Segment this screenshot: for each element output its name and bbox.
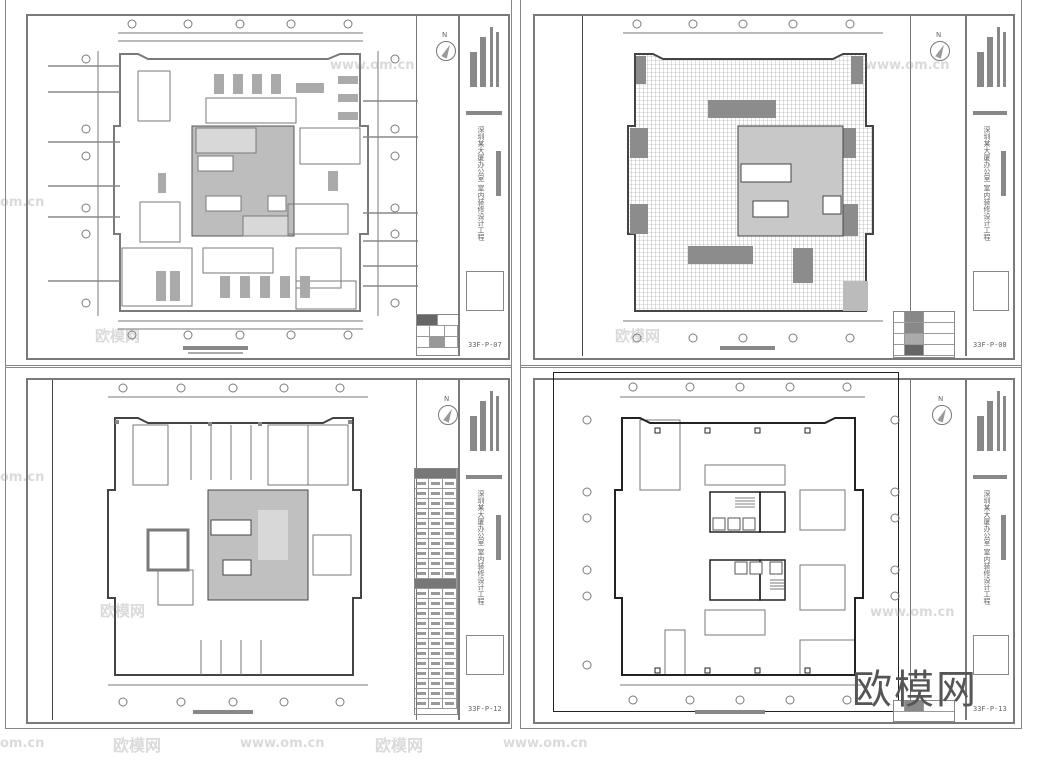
sheet-number: 33F-P-13 bbox=[973, 705, 1007, 713]
watermark-brand: 欧模网 bbox=[100, 602, 146, 620]
floor-finish-plan bbox=[623, 19, 883, 343]
company-logo bbox=[973, 22, 1007, 92]
watermark-url: www.om.cn bbox=[503, 736, 588, 751]
watermark-url: www.om.cn bbox=[330, 58, 415, 73]
north-arrow-icon: N bbox=[932, 395, 952, 425]
drawing-caption bbox=[193, 710, 253, 714]
north-arrow-icon: N bbox=[436, 31, 456, 61]
ceiling-plan bbox=[107, 383, 368, 707]
border-line bbox=[52, 380, 53, 720]
revision-table bbox=[893, 700, 955, 722]
sheet-1: N 深圳某大厦办公室 室内装修设计工程 33F-P-07 欧模网 www.om.… bbox=[0, 0, 520, 370]
sheet-number: 33F-P-07 bbox=[468, 341, 502, 349]
sheet-outer-border bbox=[5, 0, 512, 368]
logo-caption bbox=[973, 111, 1007, 115]
drawing-frame: N 深圳某大厦办公室 室内装修设计工程 33F-P-07 bbox=[26, 14, 510, 360]
stamp-box bbox=[466, 271, 504, 311]
company-logo bbox=[466, 22, 502, 92]
watermark-url: www.om.cn bbox=[240, 736, 325, 751]
logo-caption bbox=[466, 475, 502, 479]
sheet-divider bbox=[910, 16, 911, 356]
border-line bbox=[582, 16, 583, 356]
watermark-brand: 欧模网 bbox=[95, 327, 141, 345]
sheet-number: 33F-P-12 bbox=[468, 705, 502, 713]
north-arrow-icon: N bbox=[438, 395, 458, 425]
sheet-outer-border bbox=[520, 365, 1022, 729]
watermark-url: www.om.cn bbox=[870, 605, 955, 620]
project-title: 深圳某大厦办公室 室内装修设计工程 bbox=[983, 126, 991, 241]
title-block: 深圳某大厦办公室 室内装修设计工程 33F-P-12 bbox=[458, 380, 508, 720]
project-title: 深圳某大厦办公室 室内装修设计工程 bbox=[477, 490, 485, 605]
title-block: 深圳某大厦办公室 室内装修设计工程 33F-P-13 bbox=[965, 380, 1013, 720]
project-title: 深圳某大厦办公室 室内装修设计工程 bbox=[477, 126, 485, 241]
sheet-divider bbox=[416, 380, 417, 720]
stamp-box bbox=[973, 635, 1009, 675]
watermark-url: om.cn bbox=[0, 195, 45, 210]
drawing-caption bbox=[720, 346, 775, 350]
watermark-brand-large: 欧模网 bbox=[852, 667, 978, 713]
sheet-2: N 深圳某大厦办公室 室内装修设计工程 33F-P-08 欧模网 www.om.… bbox=[520, 0, 1038, 370]
stamp-box bbox=[466, 635, 504, 675]
drawing-frame: N bbox=[26, 378, 510, 724]
drawing-frame: N 深圳某大厦办公室 室内装修设计工程 33F-P-08 bbox=[533, 14, 1015, 360]
watermark-brand: 欧模网 bbox=[375, 736, 424, 755]
sheet-divider bbox=[910, 380, 911, 720]
watermark-brand: 欧模网 bbox=[615, 327, 661, 345]
watermark-brand: 欧模网 bbox=[113, 736, 162, 755]
title-block: 深圳某大厦办公室 室内装修设计工程 33F-P-08 bbox=[965, 16, 1013, 356]
revision-table bbox=[893, 311, 955, 358]
sheet-outer-border bbox=[5, 365, 512, 729]
sheet-number: 33F-P-08 bbox=[973, 341, 1007, 349]
furniture-floor-plan bbox=[48, 19, 418, 340]
logo-caption bbox=[973, 475, 1007, 479]
title-bar bbox=[1001, 515, 1006, 560]
title-bar bbox=[1001, 151, 1006, 196]
drawing-scale bbox=[188, 352, 243, 354]
drawing-caption bbox=[183, 346, 248, 350]
structure-plan bbox=[582, 382, 900, 705]
north-arrow-icon: N bbox=[930, 31, 950, 61]
logo-caption bbox=[466, 111, 502, 115]
title-bar bbox=[496, 151, 501, 196]
stamp-box bbox=[973, 271, 1009, 311]
symbol-legend bbox=[414, 468, 458, 715]
drawing-caption bbox=[695, 710, 765, 714]
drawing-frame: N 深圳某大厦办公室 室内装修设计工程 33F-P-13 bbox=[533, 372, 1015, 724]
watermark-url: om.cn bbox=[0, 736, 45, 751]
sheet-3: N bbox=[0, 365, 520, 730]
project-title: 深圳某大厦办公室 室内装修设计工程 bbox=[983, 490, 991, 605]
title-block: 深圳某大厦办公室 室内装修设计工程 33F-P-07 bbox=[458, 16, 508, 356]
sheet-outer-border bbox=[520, 0, 1022, 368]
watermark-url: om.cn bbox=[0, 470, 45, 485]
title-bar bbox=[496, 515, 501, 560]
company-logo bbox=[466, 386, 502, 456]
watermark-url: www.om.cn bbox=[865, 58, 950, 73]
sheet-divider bbox=[416, 16, 417, 356]
sheet-4: N 深圳某大厦办公室 室内装修设计工程 33F-P-13 欧模网 www.om.… bbox=[520, 365, 1038, 730]
company-logo bbox=[973, 386, 1007, 456]
